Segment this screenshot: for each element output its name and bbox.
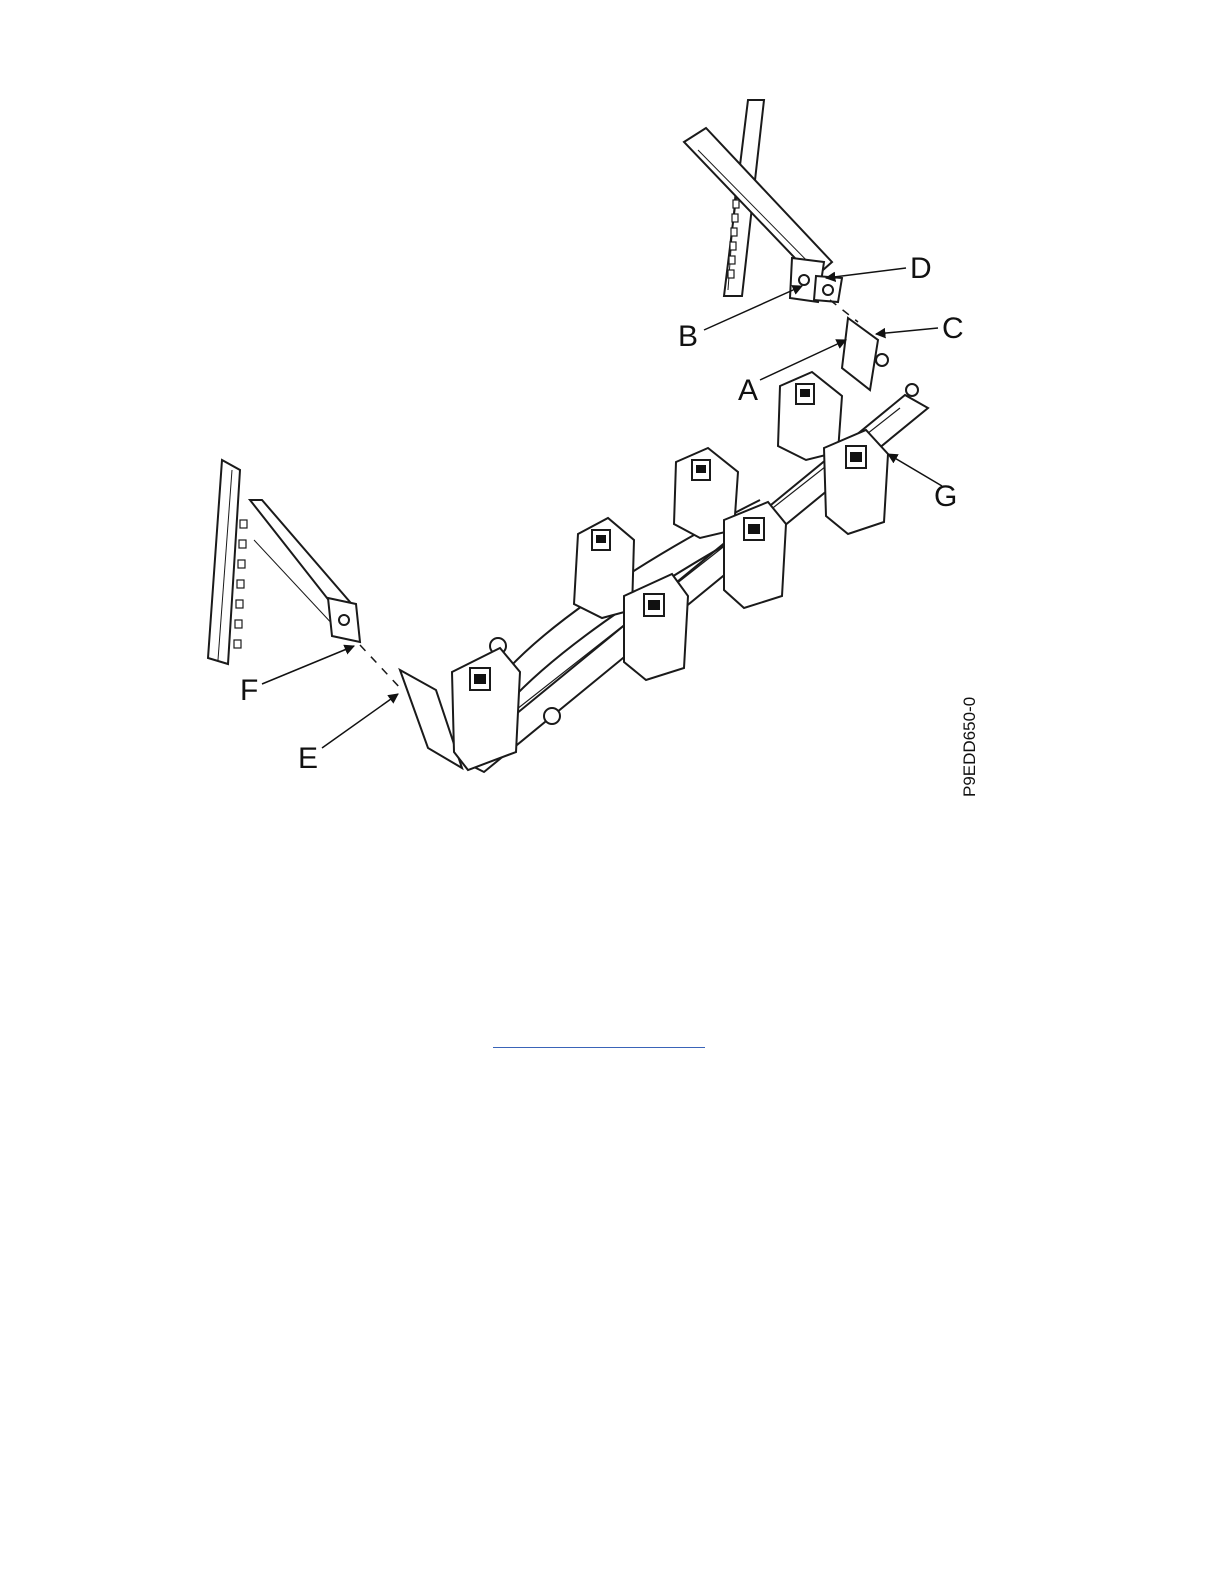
callout-f-label: F <box>240 674 258 707</box>
callout-d-label: D <box>910 252 932 285</box>
leader-c <box>876 328 938 334</box>
cable-management-arm-diagram: A B C D E F G P9EDD650-0 <box>0 0 1224 900</box>
callout-g-label: G <box>934 480 957 513</box>
callout-a-label: A <box>738 374 758 407</box>
callout-c-label: C <box>942 312 964 345</box>
figure-id-label: P9EDD650-0 <box>960 697 979 797</box>
right-rack-rail <box>684 100 842 302</box>
callout-b-label: B <box>678 320 698 353</box>
leader-a <box>760 340 846 380</box>
cable-clips <box>452 372 888 770</box>
link-underline[interactable] <box>493 1047 705 1048</box>
leader-e <box>322 694 398 748</box>
cable-clip <box>624 574 688 680</box>
leader-f <box>262 646 354 684</box>
cable-clip <box>724 502 786 608</box>
leader-d <box>826 268 906 278</box>
leader-b <box>704 286 802 330</box>
cable-clip <box>824 430 888 534</box>
left-rack-rail <box>208 460 360 664</box>
callout-e-label: E <box>298 742 318 775</box>
cable-clip <box>452 648 520 770</box>
